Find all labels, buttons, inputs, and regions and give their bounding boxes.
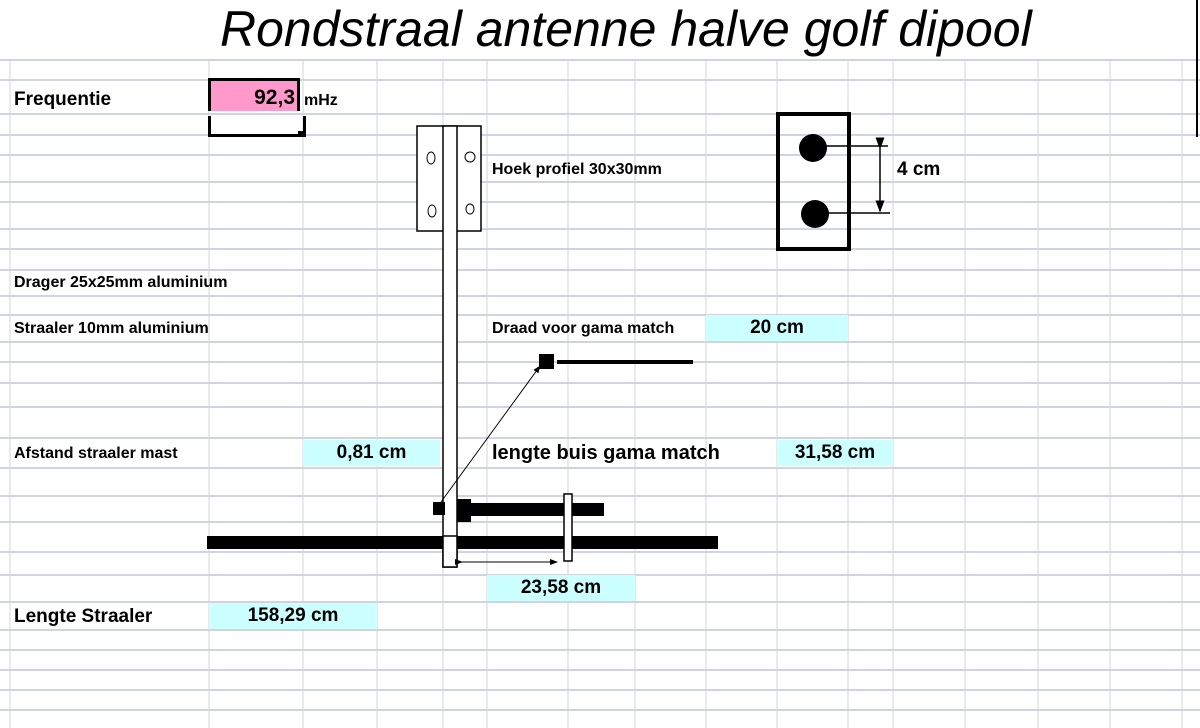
drager-label: Drager 25x25mm aluminium [14, 274, 228, 291]
draad-value[interactable]: 20 cm [706, 315, 848, 341]
radiator-bar [207, 536, 718, 549]
straaler-label: Straaler 10mm aluminium [14, 320, 209, 337]
frequency-label: Frequentie [14, 89, 112, 110]
page-title: Rondstraal antenne halve golf dipool [220, 1, 1032, 57]
fill-handle[interactable] [298, 131, 304, 137]
lengte-buis-label: lengte buis gama match [492, 442, 720, 464]
frequency-value: 92,3 [254, 86, 295, 109]
frequency-unit: mHz [304, 92, 338, 109]
frequency-input[interactable]: 92,3 [208, 78, 300, 111]
connector-detail [776, 112, 890, 251]
shorting-strap [563, 493, 573, 562]
lengte-straaler-value[interactable]: 158,29 cm [209, 603, 377, 629]
afstand-value[interactable]: 0,81 cm [303, 440, 440, 466]
lengte-straaler-label: Lengte Straaler [14, 606, 153, 627]
afstand-label: Afstand straaler mast [14, 445, 178, 462]
lengte-buis-value[interactable]: 31,58 cm [777, 440, 893, 466]
hoek-label: Hoek profiel 30x30mm [492, 161, 662, 178]
selected-cell[interactable] [208, 116, 306, 137]
draad-label: Draad voor gama match [492, 320, 675, 337]
mast-over [442, 535, 458, 568]
spacing-label: 4 cm [897, 159, 941, 180]
gamma-tube [457, 503, 604, 516]
offset-value[interactable]: 23,58 cm [487, 575, 635, 601]
mast [442, 125, 458, 568]
